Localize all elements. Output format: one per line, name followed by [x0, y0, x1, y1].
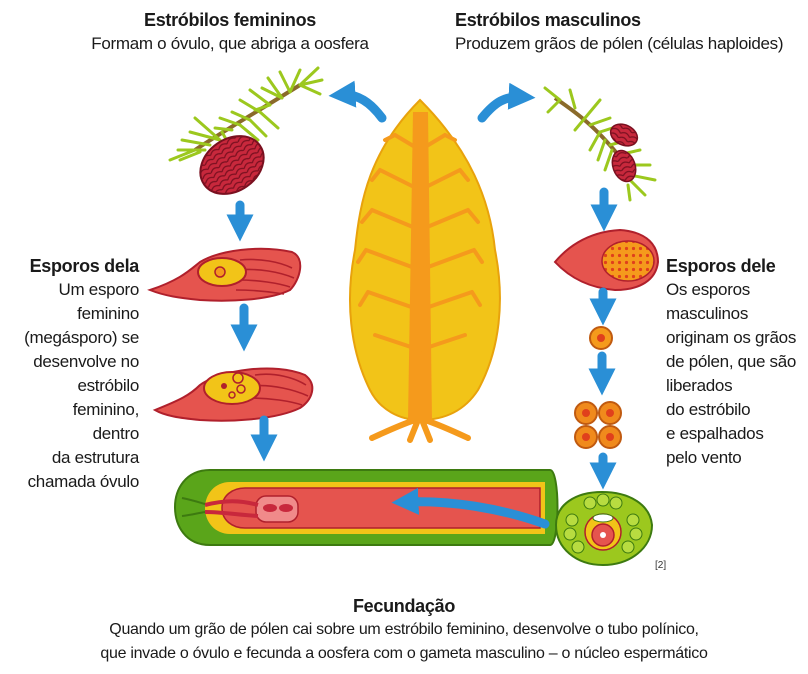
her-spores-line: dentro	[92, 424, 140, 443]
female-cones-label: Estróbilos femininos Formam o óvulo, que…	[60, 8, 400, 56]
megaspore-stage-1-icon	[147, 247, 302, 302]
ovule-icon	[173, 469, 559, 546]
female-cones-title: Estróbilos femininos	[143, 10, 317, 30]
male-cones-label: Estróbilos masculinos Produzem grãos de …	[455, 8, 805, 56]
her-spores-line: feminino	[77, 304, 139, 323]
his-spores-line: liberados	[666, 376, 733, 395]
his-spores-line: de pólen, que são	[666, 352, 797, 371]
male-cone-branch-icon	[543, 86, 657, 202]
her-spores-line: estróbilo	[77, 376, 139, 395]
cycle-arrows	[226, 80, 618, 529]
her-spores-line: desenvolve no	[33, 352, 139, 371]
her-spores-line: feminino,	[72, 400, 140, 419]
his-spores-line: Os esporos	[666, 280, 750, 299]
his-spores-title: Esporos dele	[666, 256, 776, 276]
his-spores-line: e espalhados	[666, 424, 764, 443]
arrow-tree-to-female-cone	[328, 80, 387, 123]
his-spores-line: masculinos	[666, 304, 749, 323]
fertilization-label: Fecundação Quando um grão de pólen cai s…	[0, 594, 808, 666]
her-spores-line: (megásporo) se	[24, 328, 139, 347]
male-cones-desc: Produzem grãos de pólen (células haploid…	[455, 34, 784, 53]
his-spores-line: originam os grãos	[666, 328, 797, 347]
spore-tetrad-icon	[574, 401, 622, 449]
fertilization-line: Quando um grão de pólen cai sobre um est…	[109, 621, 699, 638]
pollen-grain-icon	[554, 490, 654, 567]
his-spores-label: Esporos dele Os esporos masculinos origi…	[666, 254, 806, 470]
fertilization-line: que invade o óvulo e fecunda a oosfera c…	[100, 645, 708, 662]
his-spores-line: pelo vento	[666, 448, 742, 467]
her-spores-title: Esporos dela	[29, 256, 140, 276]
her-spores-label: Esporos dela Um esporo feminino (megáspo…	[8, 254, 139, 494]
megaspore-stage-2-icon	[152, 367, 314, 422]
pine-tree-icon	[349, 98, 501, 443]
microspore-icon	[589, 326, 613, 350]
male-cones-title: Estróbilos masculinos	[455, 10, 641, 30]
his-spores-line: do estróbilo	[666, 400, 751, 419]
arrow-pollen-to-ovule	[391, 487, 550, 529]
her-spores-line: da estrutura	[51, 448, 139, 467]
fertilization-title: Fecundação	[352, 596, 456, 616]
female-cones-desc: Formam o óvulo, que abriga a oosfera	[91, 34, 369, 53]
her-spores-line: chamada óvulo	[27, 472, 140, 491]
female-cone-branch-icon	[168, 66, 324, 195]
reference-mark: [2]	[655, 560, 667, 571]
arrow-tree-to-male-cone	[477, 82, 536, 123]
her-spores-line: Um esporo	[58, 280, 140, 299]
microsporangium-icon	[553, 228, 660, 292]
